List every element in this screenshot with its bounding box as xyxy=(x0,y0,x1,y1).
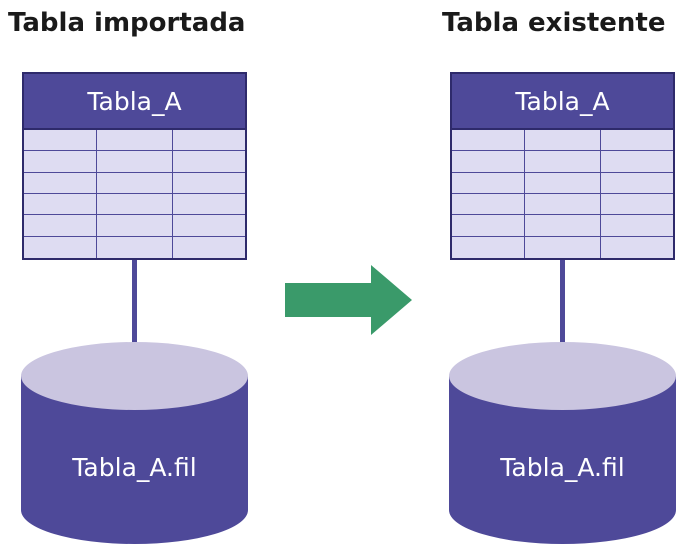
existing-table-title: Tabla_A xyxy=(452,74,673,130)
table-cell xyxy=(173,236,245,258)
table-cell xyxy=(452,130,525,152)
table-cell xyxy=(97,172,173,194)
table-cell xyxy=(24,236,97,258)
existing-database-label: Tabla_A.fil xyxy=(500,453,625,482)
table-cell xyxy=(24,194,97,216)
arrow-right-icon xyxy=(285,265,413,339)
imported-table-connector xyxy=(132,260,137,346)
table-cell xyxy=(525,172,601,194)
imported-database-label: Tabla_A.fil xyxy=(72,453,197,482)
table-cell xyxy=(525,194,601,216)
existing-table-grid xyxy=(452,130,673,258)
table-cell xyxy=(97,236,173,258)
table-cell xyxy=(24,151,97,173)
table-cell xyxy=(24,215,97,237)
table-cell xyxy=(452,215,525,237)
table-cell xyxy=(601,236,673,258)
table-cell xyxy=(173,215,245,237)
table-cell xyxy=(601,151,673,173)
table-cell xyxy=(97,194,173,216)
table-cell xyxy=(173,130,245,152)
table-cell xyxy=(601,172,673,194)
heading-existing-table: Tabla existente xyxy=(442,8,666,38)
existing-table: Tabla_A xyxy=(450,72,675,260)
table-cell xyxy=(173,151,245,173)
table-cell xyxy=(601,194,673,216)
table-cell xyxy=(452,236,525,258)
database-cylinder-icon xyxy=(21,342,248,544)
table-cell xyxy=(452,151,525,173)
table-cell xyxy=(452,194,525,216)
database-cylinder-icon xyxy=(449,342,676,544)
imported-table-grid xyxy=(24,130,245,258)
table-cell xyxy=(525,215,601,237)
imported-table: Tabla_A xyxy=(22,72,247,260)
table-cell xyxy=(97,215,173,237)
heading-imported-table: Tabla importada xyxy=(8,8,246,38)
table-cell xyxy=(452,172,525,194)
table-cell xyxy=(97,130,173,152)
table-cell xyxy=(173,172,245,194)
table-cell xyxy=(173,194,245,216)
table-cell xyxy=(525,236,601,258)
imported-table-title: Tabla_A xyxy=(24,74,245,130)
table-cell xyxy=(601,130,673,152)
table-cell xyxy=(24,130,97,152)
table-cell xyxy=(525,130,601,152)
existing-table-connector xyxy=(560,260,565,346)
table-cell xyxy=(97,151,173,173)
table-cell xyxy=(601,215,673,237)
table-cell xyxy=(525,151,601,173)
imported-database-cylinder: Tabla_A.fil xyxy=(20,338,249,546)
existing-database-cylinder: Tabla_A.fil xyxy=(448,338,677,546)
table-cell xyxy=(24,172,97,194)
